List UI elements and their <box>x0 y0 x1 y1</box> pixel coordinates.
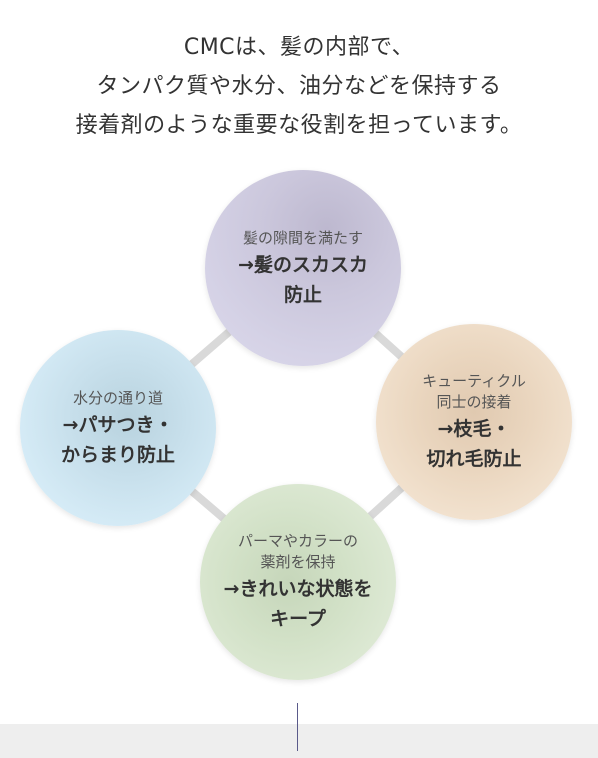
circle-cuticle-adhesion: キューティクル 同士の接着 →枝毛・ 切れ毛防止 <box>376 324 572 520</box>
circle-right-caption-line1: キューティクル <box>422 372 526 390</box>
intro-line-1: CMCは、髪の内部で、 <box>183 35 415 60</box>
intro-line-2: タンパク質や水分、油分などを保持する <box>96 74 502 99</box>
intro-line-3: 接着剤のような重要な役割を担っています。 <box>75 113 523 138</box>
intro-text: CMCは、髪の内部で、 タンパク質や水分、油分などを保持する 接着剤のような重要… <box>0 28 598 145</box>
circle-left-caption: 水分の通り道 <box>72 388 163 407</box>
circle-water-path: 水分の通り道 →パサつき・ からまり防止 <box>20 330 216 526</box>
circle-top-caption: 髪の隙間を満たす <box>242 228 363 247</box>
circle-left-effect-line2: からまり防止 <box>60 443 175 466</box>
footer-divider-line <box>297 703 298 751</box>
circle-bottom-effect-line2: キープ <box>270 608 326 630</box>
circle-chemical-retention: パーマやカラーの 薬剤を保持 →きれいな状態を キープ <box>200 484 396 680</box>
circle-right-effect-line2: 切れ毛防止 <box>426 448 522 470</box>
circle-top-effect-line1: →髪のスカスカ <box>238 253 368 276</box>
cmc-role-diagram: 髪の隙間を満たす →髪のスカスカ 防止 水分の通り道 →パサつき・ からまり防止… <box>20 170 572 680</box>
circle-fill-gaps: 髪の隙間を満たす →髪のスカスカ 防止 <box>205 170 401 366</box>
circle-bottom-caption-line1: パーマやカラーの <box>237 532 358 550</box>
circle-bottom-caption-line2: 薬剤を保持 <box>260 553 336 571</box>
circle-right-effect-line1: →枝毛・ <box>437 418 511 440</box>
footer-band <box>0 724 598 758</box>
circle-bottom-effect-line1: →きれいな状態を <box>223 578 373 600</box>
circle-top-effect-line2: 防止 <box>283 283 322 306</box>
circle-right-caption-line2: 同士の接着 <box>436 393 512 411</box>
circle-left-effect-line1: →パサつき・ <box>62 413 174 436</box>
